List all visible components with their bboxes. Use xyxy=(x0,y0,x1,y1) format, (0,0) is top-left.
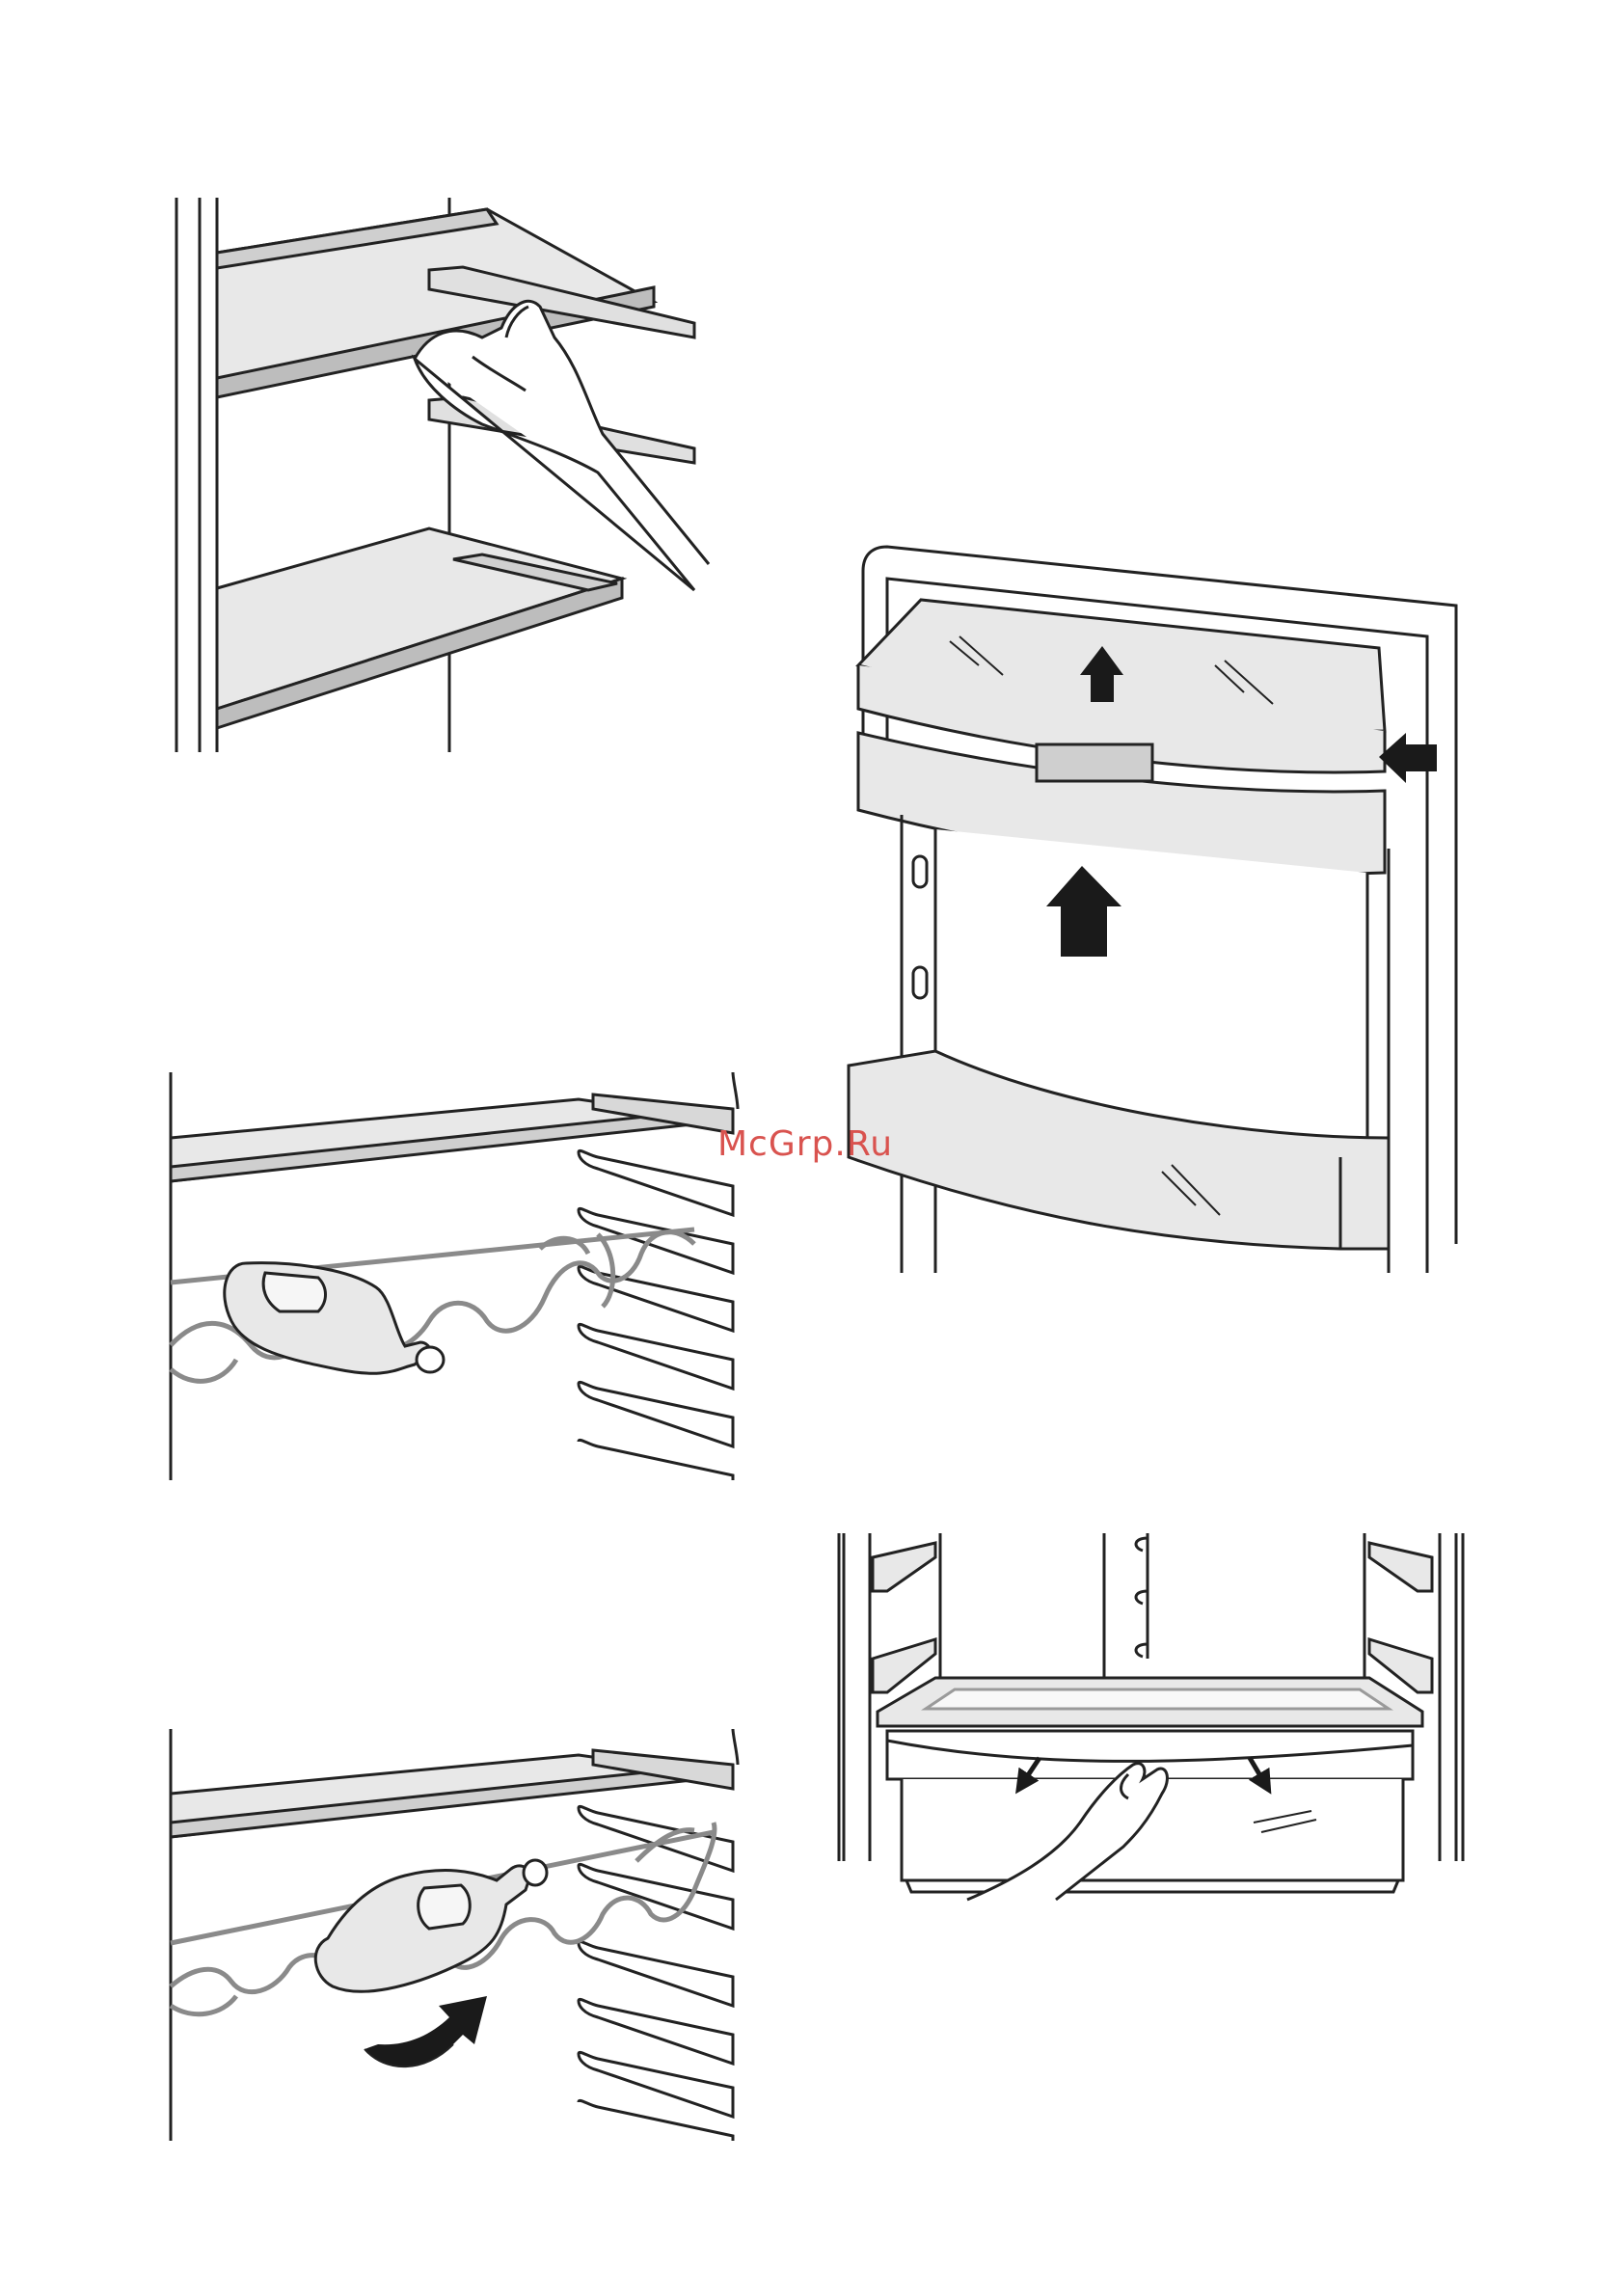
curved-arrow-icon xyxy=(365,1996,487,2066)
crisper-drawer-removal-illustration xyxy=(839,1533,1463,1900)
shelf-removal-illustration xyxy=(176,198,709,752)
wine-rack-bottom-illustration xyxy=(171,1729,738,2141)
bottle-icon xyxy=(225,1263,444,1374)
door-balcony-removal-illustration xyxy=(849,547,1456,1273)
wine-rack-top-illustration xyxy=(171,1072,738,1480)
